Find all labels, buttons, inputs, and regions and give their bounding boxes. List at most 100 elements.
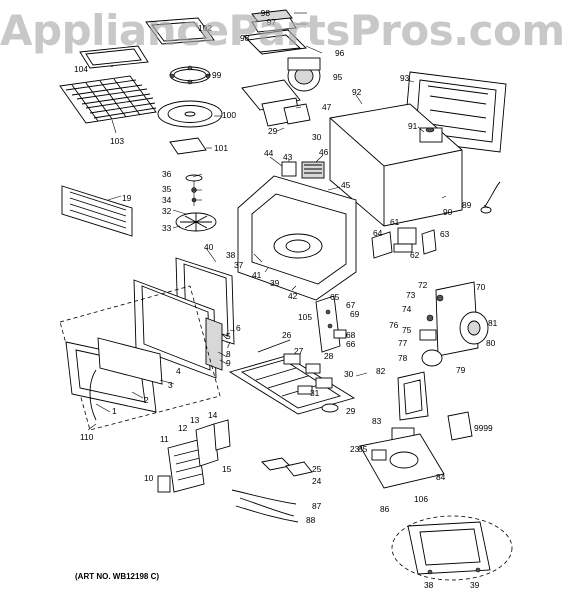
charcoal-filter xyxy=(145,17,215,45)
callout-41: 41 xyxy=(252,270,262,280)
callout-15: 15 xyxy=(222,464,232,474)
base-plate xyxy=(228,355,356,415)
cord-plug xyxy=(480,206,492,214)
outer-case xyxy=(329,71,507,227)
callout-40: 40 xyxy=(204,242,214,252)
callout-61: 61 xyxy=(390,217,400,227)
callout-97: 97 xyxy=(267,17,277,27)
callout-85: 85 xyxy=(358,444,368,454)
callout-76: 76 xyxy=(389,320,399,330)
callout-96: 96 xyxy=(335,48,345,58)
callout-4: 4 xyxy=(176,366,181,376)
callout-83: 83 xyxy=(372,416,382,426)
waveguide-cover xyxy=(169,137,207,155)
power-cord xyxy=(483,181,501,209)
art-number: (ART NO. WB12198 C) xyxy=(75,572,160,581)
callout-39b: 39 xyxy=(470,580,480,590)
callout-47: 47 xyxy=(322,102,332,112)
turntable-tray xyxy=(157,100,223,128)
small-parts xyxy=(257,339,339,413)
callout-87: 87 xyxy=(312,501,322,511)
callout-77: 77 xyxy=(398,338,408,348)
callout-91: 91 xyxy=(408,121,418,131)
callout-80: 80 xyxy=(486,338,496,348)
callout-99: 99 xyxy=(212,70,222,80)
callout-28: 28 xyxy=(324,351,334,361)
filter-grille xyxy=(79,45,149,69)
stirrer-assembly xyxy=(175,174,217,232)
callout-38: 38 xyxy=(226,250,236,260)
bottom-view-oval xyxy=(391,515,513,581)
callout-24: 24 xyxy=(312,476,322,486)
callout-110: 110 xyxy=(80,432,94,442)
callout-64: 64 xyxy=(373,228,383,238)
callout-69: 69 xyxy=(350,309,360,319)
callout-104: 104 xyxy=(74,64,88,74)
callout-30: 30 xyxy=(312,132,322,142)
callout-89: 89 xyxy=(462,200,472,210)
callout-42: 42 xyxy=(288,291,298,301)
wire-harness-a xyxy=(231,489,297,505)
callout-36: 36 xyxy=(162,169,172,179)
callout-46: 46 xyxy=(319,147,329,157)
callout-93: 93 xyxy=(400,73,410,83)
callout-29b: 29 xyxy=(346,406,356,416)
callout-2: 2 xyxy=(144,395,149,405)
magnetron-parts xyxy=(371,227,437,259)
callout-78: 78 xyxy=(398,353,408,363)
callout-92: 92 xyxy=(352,87,362,97)
callout-62: 62 xyxy=(410,250,420,260)
control-panel xyxy=(157,419,231,493)
blower-housing xyxy=(241,79,311,127)
fan-assembly xyxy=(419,281,489,367)
top-stack xyxy=(243,9,307,55)
callout-66: 66 xyxy=(346,339,356,349)
callout-23: 23 xyxy=(350,444,360,454)
callout-86: 86 xyxy=(380,504,390,514)
callout-9: 9 xyxy=(226,358,231,368)
callout-100: 100 xyxy=(222,110,236,120)
callout-8: 8 xyxy=(226,349,231,359)
callout-102: 102 xyxy=(198,23,212,33)
callout-82: 82 xyxy=(376,366,386,376)
blower-motor xyxy=(287,57,321,92)
callout-44: 44 xyxy=(264,148,274,158)
callout-103: 103 xyxy=(110,136,124,146)
door-handle xyxy=(89,369,97,421)
callout-13: 13 xyxy=(190,415,200,425)
callout-67: 67 xyxy=(346,300,356,310)
callout-63: 63 xyxy=(440,229,450,239)
callout-98: 98 xyxy=(261,8,271,18)
callout-9999: 9999 xyxy=(474,423,493,433)
callout-25: 25 xyxy=(312,464,322,474)
callout-labels: 98 97 102 98 96 104 99 95 93 92 47 100 9… xyxy=(74,8,498,590)
callout-12: 12 xyxy=(178,423,188,433)
wire-harness-c xyxy=(239,497,295,517)
leader-lines xyxy=(87,12,489,431)
bottom-view xyxy=(407,521,491,575)
wire-harness-b xyxy=(235,505,299,523)
foot-pad-a xyxy=(261,457,291,471)
callout-72: 72 xyxy=(418,280,428,290)
callout-84: 84 xyxy=(436,472,446,482)
vent-grille xyxy=(61,185,133,237)
callout-75: 75 xyxy=(402,325,412,335)
callout-11: 11 xyxy=(160,434,169,444)
callout-90: 90 xyxy=(443,207,453,217)
callout-32: 32 xyxy=(162,206,172,216)
callout-94: 98 xyxy=(240,33,250,43)
callout-74: 74 xyxy=(402,304,412,314)
callout-37: 37 xyxy=(234,260,244,270)
callout-30b: 30 xyxy=(344,369,354,379)
callout-1: 1 xyxy=(112,406,117,416)
callout-79: 79 xyxy=(456,365,466,375)
callout-19: 19 xyxy=(122,193,132,203)
callout-35: 35 xyxy=(162,184,172,194)
callout-101: 101 xyxy=(214,143,228,153)
callout-81: 81 xyxy=(488,318,498,328)
callout-10: 10 xyxy=(144,473,154,483)
callout-70: 70 xyxy=(476,282,486,292)
transformer-tray xyxy=(359,371,445,489)
callout-106: 106 xyxy=(414,494,428,504)
callout-105: 105 xyxy=(298,312,312,322)
